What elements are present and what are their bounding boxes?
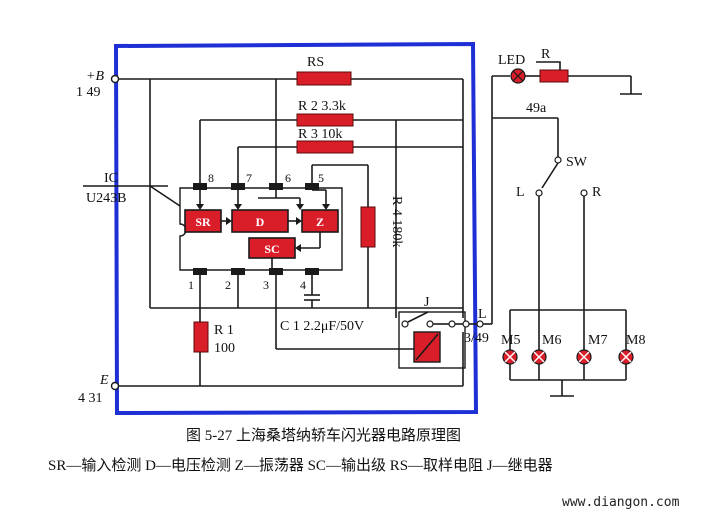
terminal-e [110, 381, 120, 391]
switch-sw-pivot [554, 156, 562, 164]
ic-pin-5 [305, 183, 319, 190]
terminal-plus-b [110, 74, 120, 84]
label-m8: M8 [626, 333, 645, 348]
label-r1: R 1 [214, 323, 234, 338]
ic-pin-6 [269, 183, 283, 190]
label-sw-r: R [592, 185, 602, 200]
label-relay: J [424, 295, 430, 310]
watermark: www.diangon.com [562, 495, 680, 510]
label-block-d: D [256, 215, 265, 229]
ic-pin-8 [193, 183, 207, 190]
label-e-pins: 4 31 [78, 391, 103, 406]
lamp-m8 [618, 349, 634, 365]
label-ic-model: U243B [86, 191, 126, 206]
figure-caption: 图 5-27 上海桑塔纳轿车闪光器电路原理图 [186, 427, 461, 444]
resistor-r2 [296, 113, 354, 127]
label-49a: 49a [526, 101, 547, 116]
label-pin-5: 5 [318, 171, 324, 185]
label-r1-value: 100 [214, 341, 235, 356]
label-block-z: Z [316, 215, 324, 229]
label-r4: R 4 180k [389, 196, 404, 247]
label-block-sr: SR [195, 215, 211, 229]
lamp-m7 [576, 349, 592, 365]
label-e: E [99, 373, 109, 388]
label-pin-7: 7 [246, 171, 252, 185]
resistor-r4 [360, 206, 376, 248]
label-m5: M5 [501, 333, 520, 348]
label-r3: R 3 10k [298, 127, 342, 142]
relay-outline [398, 311, 466, 369]
figure-legend: SR—输入检测 D—电压检测 Z—振荡器 SC—输出级 RS—取样电阻 J—继电… [48, 457, 553, 474]
ic-pin-4 [305, 268, 319, 275]
label-sw: SW [566, 155, 588, 170]
label-relay-pins: 3/49 [464, 331, 489, 346]
label-plus-b: +B [86, 69, 104, 84]
label-block-sc: SC [264, 242, 279, 256]
label-m7: M7 [588, 333, 607, 348]
label-pin-2: 2 [225, 278, 231, 292]
label-pin-3: 3 [263, 278, 269, 292]
ic-pin-1 [193, 268, 207, 275]
switch-sw-lever [541, 162, 559, 189]
label-pin-1: 1 [188, 278, 194, 292]
label-c1: C 1 2.2μF/50V [280, 319, 364, 334]
resistor-rs [296, 71, 352, 86]
relay-contact-arm [407, 311, 429, 323]
label-sw-l: L [516, 185, 525, 200]
label-pin-8: 8 [208, 171, 214, 185]
label-led: LED [498, 53, 525, 68]
ic-pointer [149, 185, 181, 207]
resistor-r3 [296, 140, 354, 154]
label-relay-l: L [478, 307, 487, 322]
label-pin-4: 4 [300, 278, 306, 292]
label-ic: IC [104, 171, 118, 186]
label-b-pins: 1 49 [76, 85, 101, 100]
label-pin-6: 6 [285, 171, 291, 185]
lamp-m5 [502, 349, 518, 365]
ic-pin-3 [269, 268, 283, 275]
label-m6: M6 [542, 333, 561, 348]
lamp-m6 [531, 349, 547, 365]
ic-pin-7 [231, 183, 245, 190]
label-r-trim: R [541, 47, 551, 62]
label-rs: RS [307, 55, 324, 70]
label-r2: R 2 3.3k [298, 99, 346, 114]
flasher-unit-border [113, 41, 479, 416]
resistor-r-trim [539, 69, 569, 83]
resistor-r1 [193, 321, 209, 353]
ic-pin-2 [231, 268, 245, 275]
